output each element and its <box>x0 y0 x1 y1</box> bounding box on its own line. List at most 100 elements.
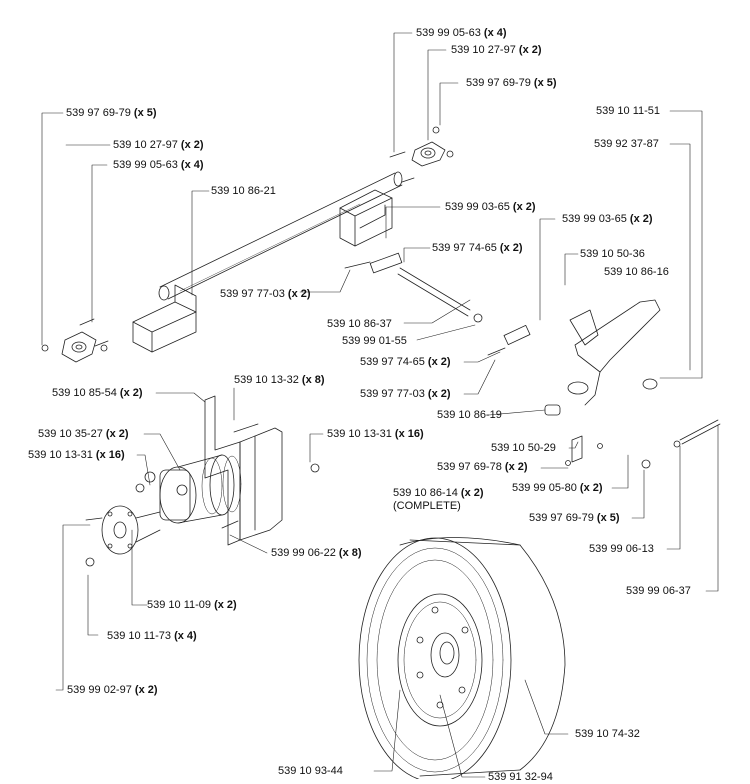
part-number: 539 10 86-19 <box>437 409 502 421</box>
quantity: (x 4) <box>180 159 204 171</box>
quantity: (x 2) <box>180 139 204 151</box>
part-number: 539 10 93-44 <box>278 765 343 777</box>
quantity: (x 2) <box>460 487 484 499</box>
complete-note: (COMPLETE) <box>393 500 461 512</box>
part-number: 539 99 05-63 <box>113 159 178 171</box>
callout-539-10-86-37: 539 10 86-37 <box>327 318 392 331</box>
callout-539-99-01-55: 539 99 01-55 <box>342 335 407 348</box>
part-number: 539 97 77-03 <box>360 388 425 400</box>
part-number: 539 97 74-65 <box>360 356 425 368</box>
callout-539-97-77-03-b: 539 97 77-03 (x 2) <box>360 388 451 401</box>
quantity: (x 2) <box>504 461 528 473</box>
part-number: 539 97 69-79 <box>66 107 131 119</box>
hydraulic-motor <box>135 454 242 524</box>
part-number: 539 10 85-54 <box>52 387 117 399</box>
part-number: 539 10 11-09 <box>147 599 212 611</box>
part-number: 539 10 13-31 <box>327 428 392 440</box>
leader-lines <box>41 32 719 778</box>
callout-539-10-85-54: 539 10 85-54 (x 2) <box>52 387 143 400</box>
part-number: 539 10 86-37 <box>327 318 392 330</box>
part-number: 539 99 05-80 <box>512 482 577 494</box>
callout-539-99-05-63-left: 539 99 05-63 (x 4) <box>113 159 204 172</box>
callout-539-10-86-19: 539 10 86-19 <box>437 409 502 422</box>
callout-539-99-05-80: 539 99 05-80 (x 2) <box>512 482 603 495</box>
callout-539-99-05-63-top: 539 99 05-63 (x 4) <box>416 27 507 40</box>
wheel-hub <box>85 505 161 567</box>
callout-539-97-74-65-a: 539 97 74-65 (x 2) <box>432 242 523 255</box>
callout-539-10-50-29: 539 10 50-29 <box>491 442 556 455</box>
callout-539-10-50-36: 539 10 50-36 <box>580 248 645 261</box>
quantity: (x 2) <box>512 201 536 213</box>
quantity: (x 2) <box>427 388 451 400</box>
part-number: 539 10 50-36 <box>580 248 645 260</box>
callout-539-10-35-27: 539 10 35-27 (x 2) <box>38 428 129 441</box>
callout-539-10-27-97-left: 539 10 27-97 (x 2) <box>113 139 204 152</box>
part-number: 539 99 01-55 <box>342 335 407 347</box>
right-hardware <box>641 419 721 469</box>
quantity: (x 8) <box>338 547 362 559</box>
part-number: 539 99 03-65 <box>445 201 510 213</box>
part-number: 539 91 32-94 <box>488 771 553 783</box>
part-number: 539 99 03-65 <box>562 213 627 225</box>
callout-539-97-74-65-b: 539 97 74-65 (x 2) <box>360 356 451 369</box>
quantity: (x 2) <box>119 387 143 399</box>
part-number: 539 10 86-21 <box>211 185 276 197</box>
callout-539-97-69-79-top: 539 97 69-79 (x 5) <box>466 77 557 90</box>
callout-539-99-03-65-b: 539 99 03-65 (x 2) <box>562 213 653 226</box>
part-number: 539 10 13-31 <box>28 449 93 461</box>
callout-539-91-32-94: 539 91 32-94 <box>488 771 553 784</box>
callout-539-10-13-32: 539 10 13-32 (x 8) <box>234 374 325 387</box>
callout-539-97-77-03-a: 539 97 77-03 (x 2) <box>220 288 311 301</box>
callout-539-10-13-31-right: 539 10 13-31 (x 16) <box>327 428 424 441</box>
part-number: 539 10 11-73 <box>107 630 172 642</box>
callout-539-10-27-97-top: 539 10 27-97 (x 2) <box>451 44 542 57</box>
left-axle-bracket <box>132 284 197 353</box>
part-number: 539 10 27-97 <box>113 139 178 151</box>
callout-539-99-06-13: 539 99 06-13 <box>589 543 654 556</box>
callout-539-97-69-78: 539 97 69-78 (x 2) <box>437 461 528 474</box>
part-number: 539 97 77-03 <box>220 288 285 300</box>
callout-539-10-86-14: 539 10 86-14 (x 2)(COMPLETE) <box>393 487 484 513</box>
callout-539-10-13-31-left: 539 10 13-31 (x 16) <box>28 449 125 462</box>
quantity: (x 4) <box>483 27 507 39</box>
quantity: (x 2) <box>134 684 158 696</box>
part-number: 539 99 06-13 <box>589 543 654 555</box>
quantity: (x 4) <box>174 630 197 642</box>
callout-539-92-37-87: 539 92 37-87 <box>594 138 659 151</box>
part-number: 539 10 74-32 <box>575 728 640 740</box>
quantity: (x 2) <box>518 44 542 56</box>
linkage-rod <box>344 252 531 356</box>
part-number: 539 92 37-87 <box>594 138 659 150</box>
callout-539-10-86-16: 539 10 86-16 <box>604 266 669 279</box>
quantity: (x 2) <box>629 213 653 225</box>
callout-539-10-11-09: 539 10 11-09 (x 2) <box>147 599 237 612</box>
callout-539-10-86-21: 539 10 86-21 <box>211 185 276 198</box>
quantity: (x 2) <box>105 428 129 440</box>
callout-539-10-93-44: 539 10 93-44 <box>278 765 343 778</box>
axle-tube <box>158 171 403 301</box>
quantity: (x 5) <box>533 77 557 89</box>
callout-539-10-74-32: 539 10 74-32 <box>575 728 640 741</box>
quantity: (x 2) <box>499 242 523 254</box>
part-number: 539 10 27-97 <box>451 44 516 56</box>
part-number: 539 97 69-79 <box>529 512 594 524</box>
part-number: 539 10 86-14 <box>393 487 458 499</box>
callout-539-99-06-37: 539 99 06-37 <box>626 585 691 598</box>
part-number: 539 99 06-22 <box>271 547 336 559</box>
tire-wheel <box>358 537 566 779</box>
quantity: (x 5) <box>596 512 620 524</box>
part-number: 539 10 11-51 <box>596 105 661 117</box>
center-axle-bracket <box>339 189 393 247</box>
quantity: (x 2) <box>214 599 237 611</box>
part-number: 539 10 13-32 <box>234 374 299 386</box>
part-number: 539 10 86-16 <box>604 266 669 278</box>
callout-539-99-02-97: 539 99 02-97 (x 2) <box>67 684 158 697</box>
quantity: (x 2) <box>287 288 311 300</box>
quantity: (x 16) <box>95 449 125 461</box>
part-number: 539 99 02-97 <box>67 684 132 696</box>
part-number: 539 10 35-27 <box>38 428 103 440</box>
callout-539-10-11-73: 539 10 11-73 (x 4) <box>107 630 197 643</box>
part-number: 539 99 05-63 <box>416 27 481 39</box>
steering-arm <box>544 299 661 416</box>
